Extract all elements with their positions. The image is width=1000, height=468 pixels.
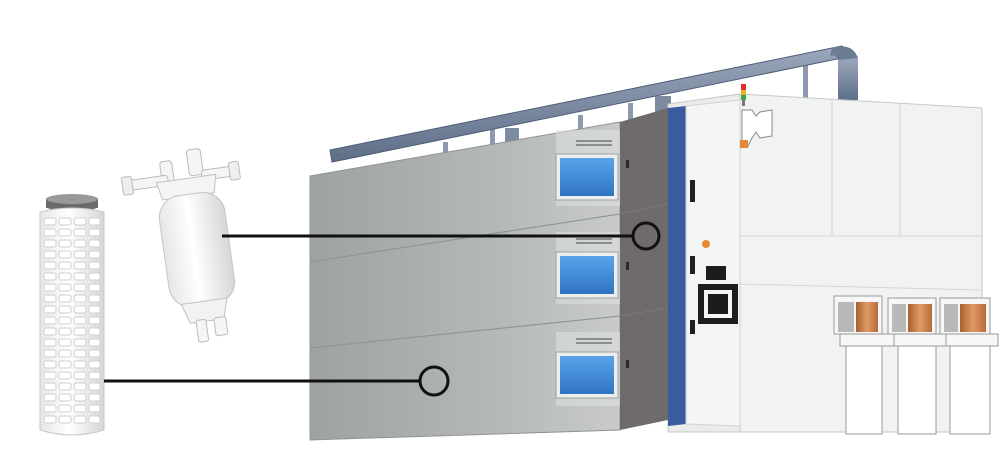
filter-pleat bbox=[88, 327, 101, 336]
filter-pleat bbox=[88, 371, 101, 380]
filter-pleat bbox=[73, 316, 87, 325]
filter-pleat bbox=[43, 250, 57, 259]
filter-pleat bbox=[43, 228, 57, 237]
filter-pleat bbox=[43, 217, 57, 226]
filter-pleat bbox=[43, 327, 57, 336]
filter-pleat bbox=[73, 393, 87, 402]
filter-pleat bbox=[43, 415, 57, 424]
filter-pleat bbox=[43, 283, 57, 292]
filter-pleat bbox=[43, 382, 57, 391]
filter-pleat bbox=[43, 316, 57, 325]
filter-pleat bbox=[88, 349, 101, 358]
filter-pleat bbox=[58, 305, 72, 314]
filter-pleat bbox=[88, 382, 101, 391]
filter-pleat bbox=[73, 217, 87, 226]
filter-pleat bbox=[58, 415, 72, 424]
filter-pleat bbox=[88, 316, 101, 325]
callout-capsule-to-middle-module bbox=[222, 221, 661, 251]
filter-pleat bbox=[58, 283, 72, 292]
filter-pleat bbox=[58, 294, 72, 303]
filter-pleat bbox=[73, 382, 87, 391]
filter-pleat bbox=[88, 360, 101, 369]
process-tool bbox=[309, 84, 999, 441]
filter-pleat bbox=[58, 404, 72, 413]
filter-pleat bbox=[88, 250, 101, 259]
filter-pleat bbox=[58, 272, 72, 281]
filter-pleat bbox=[73, 239, 87, 248]
filter-pleat bbox=[73, 360, 87, 369]
orange-knob-icon bbox=[702, 240, 710, 248]
filter-pleat bbox=[58, 382, 72, 391]
filter-pleat bbox=[73, 404, 87, 413]
filter-pleat bbox=[43, 393, 57, 402]
filter-pleat bbox=[73, 228, 87, 237]
filter-pleat bbox=[58, 338, 72, 347]
filter-pleat bbox=[43, 294, 57, 303]
filter-pleat bbox=[88, 305, 101, 314]
filter-pleat bbox=[88, 272, 101, 281]
pleated-filter-cartridge-icon bbox=[39, 194, 105, 436]
filter-pleat bbox=[73, 338, 87, 347]
filter-pleat bbox=[88, 338, 101, 347]
filter-pleat bbox=[43, 239, 57, 248]
filter-pleat bbox=[43, 261, 57, 270]
filter-pleat bbox=[73, 371, 87, 380]
load-port-station bbox=[833, 295, 895, 435]
filter-pleat bbox=[43, 338, 57, 347]
filter-pleat bbox=[73, 294, 87, 303]
callout-cartridge-to-lower-module bbox=[104, 365, 450, 397]
filter-pleat bbox=[88, 261, 101, 270]
filter-pleat bbox=[88, 294, 101, 303]
filter-pleat bbox=[43, 272, 57, 281]
filter-pleat bbox=[88, 239, 101, 248]
filter-pleat bbox=[58, 239, 72, 248]
filter-pleat bbox=[73, 250, 87, 259]
filter-pleat bbox=[73, 349, 87, 358]
filter-pleat bbox=[43, 360, 57, 369]
filter-pleat bbox=[58, 217, 72, 226]
filter-pleat bbox=[73, 415, 87, 424]
filter-pleat bbox=[88, 217, 101, 226]
filter-pleat bbox=[88, 415, 101, 424]
control-monitor bbox=[698, 266, 738, 324]
filter-pleat bbox=[58, 316, 72, 325]
load-port-station bbox=[887, 297, 947, 435]
load-port-station bbox=[939, 297, 999, 435]
filter-pleat bbox=[88, 393, 101, 402]
filter-pleat bbox=[58, 360, 72, 369]
filter-pleat bbox=[43, 404, 57, 413]
filter-pleat bbox=[73, 327, 87, 336]
filter-pleat bbox=[58, 261, 72, 270]
filter-pleat bbox=[88, 283, 101, 292]
filter-pleat bbox=[58, 349, 72, 358]
filter-pleat bbox=[58, 250, 72, 259]
filter-pleat bbox=[58, 393, 72, 402]
viewing-window bbox=[555, 351, 619, 399]
capsule-filter-icon bbox=[120, 148, 241, 343]
viewing-window bbox=[555, 251, 619, 299]
filter-pleat bbox=[58, 228, 72, 237]
filter-pleat bbox=[88, 228, 101, 237]
filter-pleat bbox=[88, 404, 101, 413]
filter-pleat bbox=[43, 349, 57, 358]
filter-pleat bbox=[73, 261, 87, 270]
filter-pleat bbox=[43, 371, 57, 380]
filter-pleat bbox=[73, 283, 87, 292]
filter-pleat bbox=[58, 327, 72, 336]
filter-pleat bbox=[58, 371, 72, 380]
filter-pleat bbox=[73, 305, 87, 314]
filter-pleat bbox=[43, 305, 57, 314]
viewing-window bbox=[555, 153, 619, 201]
status-light-tower-icon bbox=[741, 84, 746, 106]
filter-pleat bbox=[73, 272, 87, 281]
